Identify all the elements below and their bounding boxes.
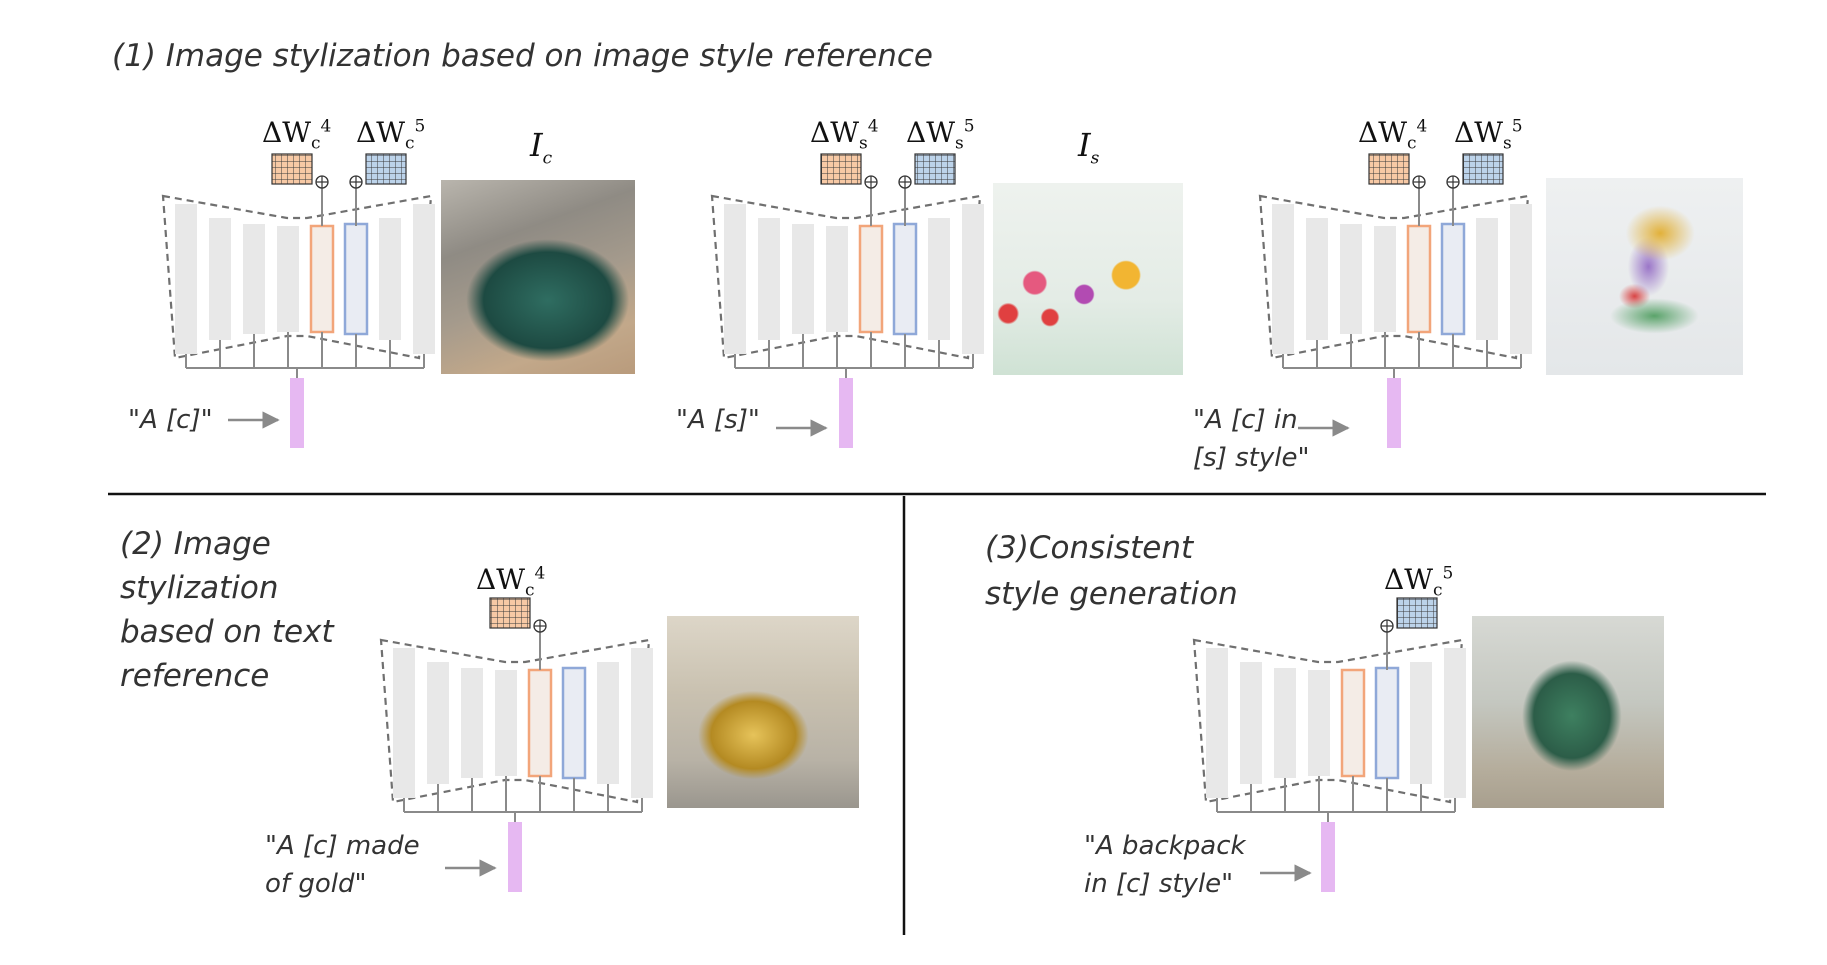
unet-diagram-backpack <box>1192 597 1466 892</box>
section3-title-line1: (3)Consistent <box>985 530 1194 566</box>
unet-layer-block <box>724 204 746 354</box>
delta-w-s4-label: ΔWs4 <box>810 116 879 154</box>
section2-title-line1: (2) Image <box>120 526 271 562</box>
prompt-content: "A [c]" <box>128 405 213 435</box>
unet-outline <box>710 194 982 360</box>
unet-layer-block <box>379 218 401 340</box>
prompt-gold-line1: "A [c] made <box>265 831 420 861</box>
unet-layer-block <box>393 648 415 798</box>
unet-layer-block <box>1444 648 1466 798</box>
delta-w-c5-label: ΔWc5 <box>356 116 426 154</box>
section2-title-line2: stylization <box>120 570 279 606</box>
unet-layer-block <box>858 224 884 334</box>
unet-layer-block <box>1476 218 1498 340</box>
unet-outline <box>161 194 433 360</box>
prompt-gold-line2: of gold" <box>265 869 367 899</box>
unet-layer-block <box>175 204 197 354</box>
unet-layer-block <box>1308 670 1330 776</box>
section2-title-line3: based on text <box>120 614 334 650</box>
text-embedding-bar <box>290 378 304 448</box>
unet-diagram-gold <box>379 597 653 892</box>
unet-layer-block <box>962 204 984 354</box>
unet-layer-block <box>1306 218 1328 340</box>
text-embedding-bar <box>839 378 853 448</box>
text-embedding-bar <box>508 822 522 892</box>
unet-layer-block <box>928 218 950 340</box>
content-image-sculpture <box>441 180 635 374</box>
unet-layer-block <box>1510 204 1532 354</box>
lora-weight-grid-icon <box>489 597 531 629</box>
delta-w-c5-label-s3: ΔWc5 <box>1384 563 1454 601</box>
unet-layer-block <box>277 226 299 332</box>
prompt-backpack-line2: in [c] style" <box>1084 869 1234 899</box>
delta-w-c4-label-combined: ΔWc4 <box>1358 116 1428 154</box>
prompt-backpack-line1: "A backpack <box>1084 831 1246 861</box>
section1-title: (1) Image stylization based on image sty… <box>112 38 933 74</box>
prompt-combined-line2: [s] style" <box>1193 443 1310 473</box>
image-style-label: Is <box>1078 126 1100 169</box>
unet-layer-block <box>1374 666 1400 780</box>
unet-layer-block <box>1274 668 1296 778</box>
unet-layer-block <box>427 662 449 784</box>
combined-output-image <box>1546 178 1743 375</box>
section3-title-line2: style generation <box>985 576 1238 612</box>
unet-layer-block <box>209 218 231 340</box>
unet-layer-block <box>243 224 265 334</box>
unet-layer-block <box>826 226 848 332</box>
lora-weight-grid-icon <box>1462 153 1504 185</box>
style-image-flowers <box>993 183 1183 375</box>
unet-layer-block <box>561 666 587 780</box>
unet-layer-block <box>792 224 814 334</box>
unet-diagram-style <box>710 153 984 448</box>
unet-layer-block <box>1240 662 1262 784</box>
delta-w-c4-label: ΔWc4 <box>262 116 332 154</box>
prompt-style: "A [s]" <box>676 405 760 435</box>
unet-outline <box>1258 194 1530 360</box>
text-embedding-bar <box>1387 378 1401 448</box>
unet-layer-block <box>461 668 483 778</box>
unet-layer-block <box>1206 648 1228 798</box>
unet-layer-block <box>597 662 619 784</box>
unet-diagram-combined <box>1258 153 1532 448</box>
unet-layer-block <box>631 648 653 798</box>
unet-layer-block <box>892 222 918 336</box>
unet-diagram-content <box>161 153 435 448</box>
text-embedding-bar <box>1321 822 1335 892</box>
gold-sculpture-image <box>667 616 859 808</box>
lora-weight-grid-icon <box>820 153 862 185</box>
unet-layer-block <box>309 224 335 334</box>
lora-weight-grid-icon <box>271 153 313 185</box>
unet-layer-block <box>495 670 517 776</box>
delta-w-c4-label-s2: ΔWc4 <box>476 563 546 601</box>
lora-weight-grid-icon <box>1368 153 1410 185</box>
lora-weight-grid-icon <box>914 153 956 185</box>
delta-w-s5-label-combined: ΔWs5 <box>1454 116 1523 154</box>
unet-outline <box>379 638 651 804</box>
unet-layer-block <box>1340 668 1366 778</box>
unet-layer-block <box>1272 204 1294 354</box>
unet-layer-block <box>1374 226 1396 332</box>
unet-layer-block <box>1340 224 1362 334</box>
unet-layer-block <box>343 222 369 336</box>
backpack-image <box>1472 616 1664 808</box>
lora-weight-grid-icon <box>365 153 407 185</box>
unet-layer-block <box>1406 224 1432 334</box>
section2-title-line4: reference <box>120 658 270 694</box>
unet-outline <box>1192 638 1464 804</box>
unet-layer-block <box>413 204 435 354</box>
unet-layer-block <box>1410 662 1432 784</box>
image-content-label: Ic <box>530 126 553 169</box>
delta-w-s5-label: ΔWs5 <box>906 116 975 154</box>
unet-layer-block <box>1440 222 1466 336</box>
unet-layer-block <box>758 218 780 340</box>
prompt-combined-line1: "A [c] in <box>1193 405 1298 435</box>
lora-weight-grid-icon <box>1396 597 1438 629</box>
unet-layer-block <box>527 668 553 778</box>
